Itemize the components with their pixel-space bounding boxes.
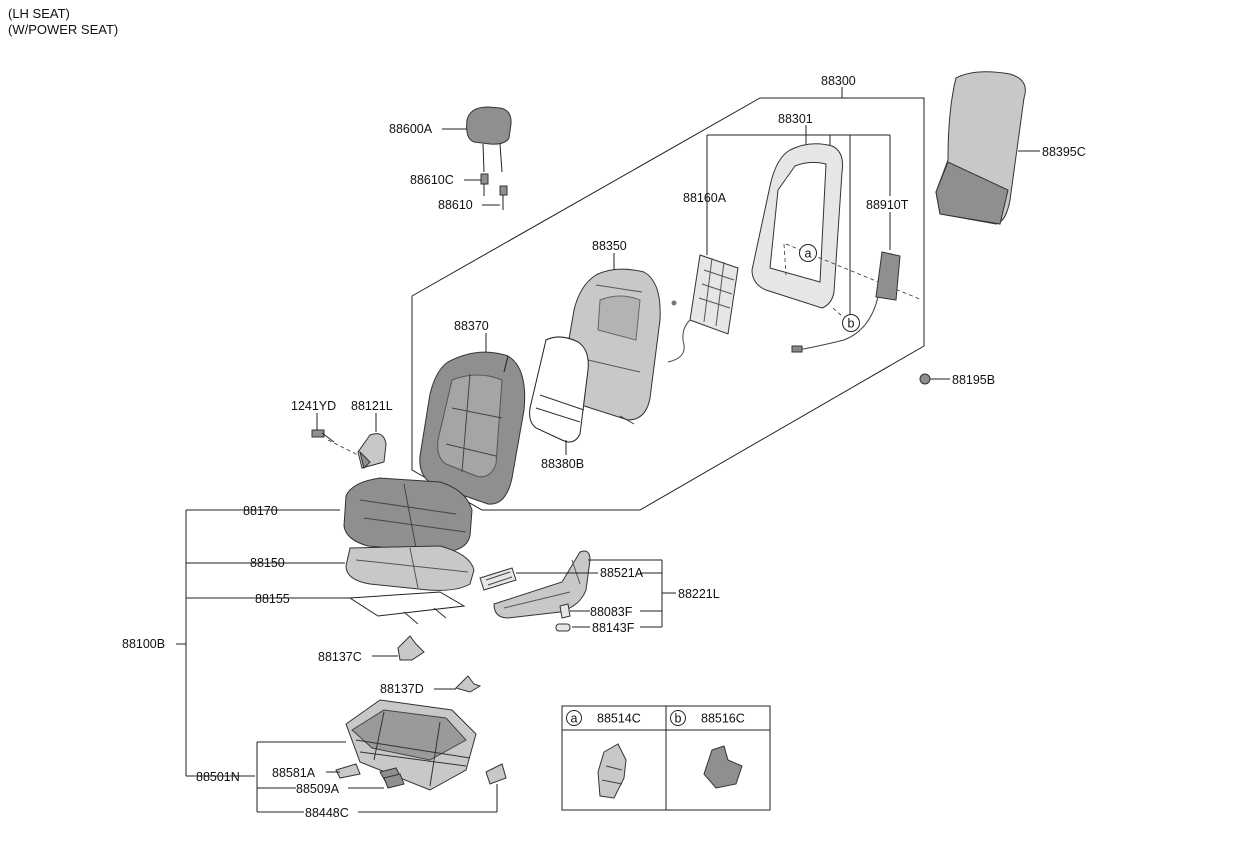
label-88448C: 88448C bbox=[305, 806, 349, 820]
screw-1241YD bbox=[311, 429, 335, 443]
legend-part-a: 88514C bbox=[597, 712, 641, 726]
label-88395C: 88395C bbox=[1042, 145, 1086, 159]
callout-a: a bbox=[799, 244, 817, 262]
guide-88610C bbox=[480, 173, 489, 196]
label-88581A: 88581A bbox=[272, 766, 316, 780]
header-seat-side: (LH SEAT) bbox=[8, 6, 70, 21]
label-88521A: 88521A bbox=[600, 566, 644, 580]
knob-88143F bbox=[555, 623, 571, 632]
label-88221L: 88221L bbox=[678, 587, 720, 601]
label-88143F: 88143F bbox=[592, 621, 635, 635]
label-88350: 88350 bbox=[592, 239, 627, 253]
label-88137D: 88137D bbox=[380, 682, 424, 696]
legend-table bbox=[561, 705, 771, 811]
svg-text:b: b bbox=[848, 317, 855, 331]
label-88501N: 88501N bbox=[196, 770, 240, 784]
label-88370: 88370 bbox=[454, 319, 489, 333]
label-88301: 88301 bbox=[778, 112, 813, 126]
label-88160A: 88160A bbox=[683, 191, 727, 205]
side-airbag-88910T bbox=[791, 251, 901, 353]
header-seat-type: (W/POWER SEAT) bbox=[8, 22, 119, 37]
callout-b: b bbox=[842, 314, 860, 332]
label-88300: 88300 bbox=[821, 74, 856, 88]
headrest-88600A bbox=[466, 106, 512, 173]
cover-88581A bbox=[335, 763, 361, 779]
motor-88509A bbox=[383, 773, 405, 789]
label-88170: 88170 bbox=[243, 504, 278, 518]
legend-callout-a: a bbox=[571, 712, 578, 726]
cushion-trim-88170 bbox=[343, 477, 473, 553]
label-88150: 88150 bbox=[250, 556, 285, 570]
label-88121L: 88121L bbox=[351, 399, 393, 413]
guide-88610 bbox=[499, 185, 508, 210]
side-shield-88221L bbox=[493, 550, 591, 619]
label-88083F: 88083F bbox=[590, 605, 633, 619]
back-cover-88395C bbox=[935, 71, 1026, 225]
svg-text:a: a bbox=[805, 247, 812, 261]
legend-callout-b: b bbox=[675, 712, 682, 726]
label-88195B: 88195B bbox=[952, 373, 995, 387]
label-88509A: 88509A bbox=[296, 782, 340, 796]
label-88380B: 88380B bbox=[541, 457, 584, 471]
label-88910T: 88910T bbox=[866, 198, 909, 212]
label-88137C: 88137C bbox=[318, 650, 362, 664]
label-88610C: 88610C bbox=[410, 173, 454, 187]
lumbar-support-88160A bbox=[667, 254, 739, 363]
label-1241YD: 1241YD bbox=[291, 399, 336, 413]
cushion-pad-88150 bbox=[345, 545, 475, 591]
knob-88083F bbox=[559, 603, 571, 619]
assembly-boundary-88300 bbox=[411, 97, 925, 511]
label-88600A: 88600A bbox=[389, 122, 433, 136]
seat-track-88501N bbox=[345, 699, 477, 791]
bracket-88137D bbox=[455, 675, 482, 693]
bolt-88195B bbox=[919, 373, 931, 385]
label-88100B: 88100B bbox=[122, 637, 165, 651]
cover-88448C bbox=[485, 763, 507, 785]
label-88155: 88155 bbox=[255, 592, 290, 606]
bracket-88137C bbox=[397, 635, 425, 661]
cover-88121L bbox=[357, 433, 387, 469]
back-trim-88370 bbox=[419, 351, 526, 505]
back-board-88380B bbox=[529, 336, 589, 443]
legend-part-b: 88516C bbox=[701, 712, 745, 726]
label-88610: 88610 bbox=[438, 198, 473, 212]
switch-88521A bbox=[479, 567, 517, 591]
cushion-mat-88155 bbox=[348, 591, 466, 625]
